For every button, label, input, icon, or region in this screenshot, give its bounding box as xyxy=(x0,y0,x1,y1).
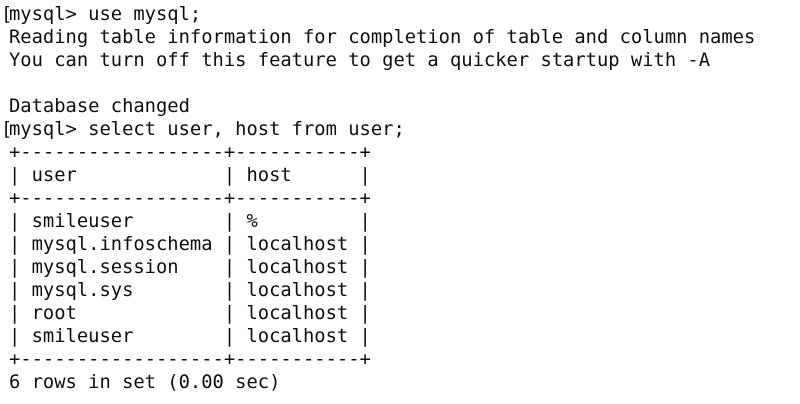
terminal-line-command: [mysql> use mysql; xyxy=(1,3,800,26)
prompt-mark: [ xyxy=(1,4,13,25)
terminal-line-message: You can turn off this feature to get a q… xyxy=(9,49,800,72)
terminal-line-text: +------------------+-----------+ xyxy=(9,188,371,209)
terminal-line-text: +------------------+-----------+ xyxy=(9,142,371,163)
terminal-line-text: Database changed xyxy=(9,96,190,117)
table-row: | mysql.session | localhost | xyxy=(9,256,800,279)
terminal-line-text: | mysql.session | localhost | xyxy=(9,257,371,278)
table-border-row: +------------------+-----------+ xyxy=(9,141,800,164)
terminal-line-text: 6 rows in set (0.00 sec) xyxy=(9,372,281,393)
terminal-line-text: mysql> select user, host from user; xyxy=(9,119,405,140)
prompt-mark: [ xyxy=(1,119,13,140)
table-row: | smileuser | % | xyxy=(9,210,800,233)
terminal-line-text: | root | localhost | xyxy=(9,303,371,324)
terminal-line-text: mysql> use mysql; xyxy=(9,4,202,25)
table-header-row: | user | host | xyxy=(9,164,800,187)
table-border-row: +------------------+-----------+ xyxy=(9,348,800,371)
terminal-line-message: Reading table information for completion… xyxy=(9,26,800,49)
terminal-line-text: | user | host | xyxy=(9,165,371,186)
terminal-line-text: | mysql.infoschema | localhost | xyxy=(9,234,371,255)
terminal-line-text: | mysql.sys | localhost | xyxy=(9,280,371,301)
table-row: | root | localhost | xyxy=(9,302,800,325)
terminal-line-text: | smileuser | % | xyxy=(9,211,371,232)
terminal-line-text: Reading table information for completion… xyxy=(9,27,756,48)
terminal-line-text: | smileuser | localhost | xyxy=(9,326,371,347)
terminal-line-message: Database changed xyxy=(9,95,800,118)
table-row: | mysql.sys | localhost | xyxy=(9,279,800,302)
terminal-line-blank xyxy=(9,72,800,95)
terminal-line-command: [mysql> select user, host from user; xyxy=(1,118,800,141)
table-row: | mysql.infoschema | localhost | xyxy=(9,233,800,256)
result-summary: 6 rows in set (0.00 sec) xyxy=(9,371,800,394)
terminal-line-text: You can turn off this feature to get a q… xyxy=(9,50,711,71)
table-row: | smileuser | localhost | xyxy=(9,325,800,348)
table-border-row: +------------------+-----------+ xyxy=(9,187,800,210)
terminal-line-text: +------------------+-----------+ xyxy=(9,349,371,370)
